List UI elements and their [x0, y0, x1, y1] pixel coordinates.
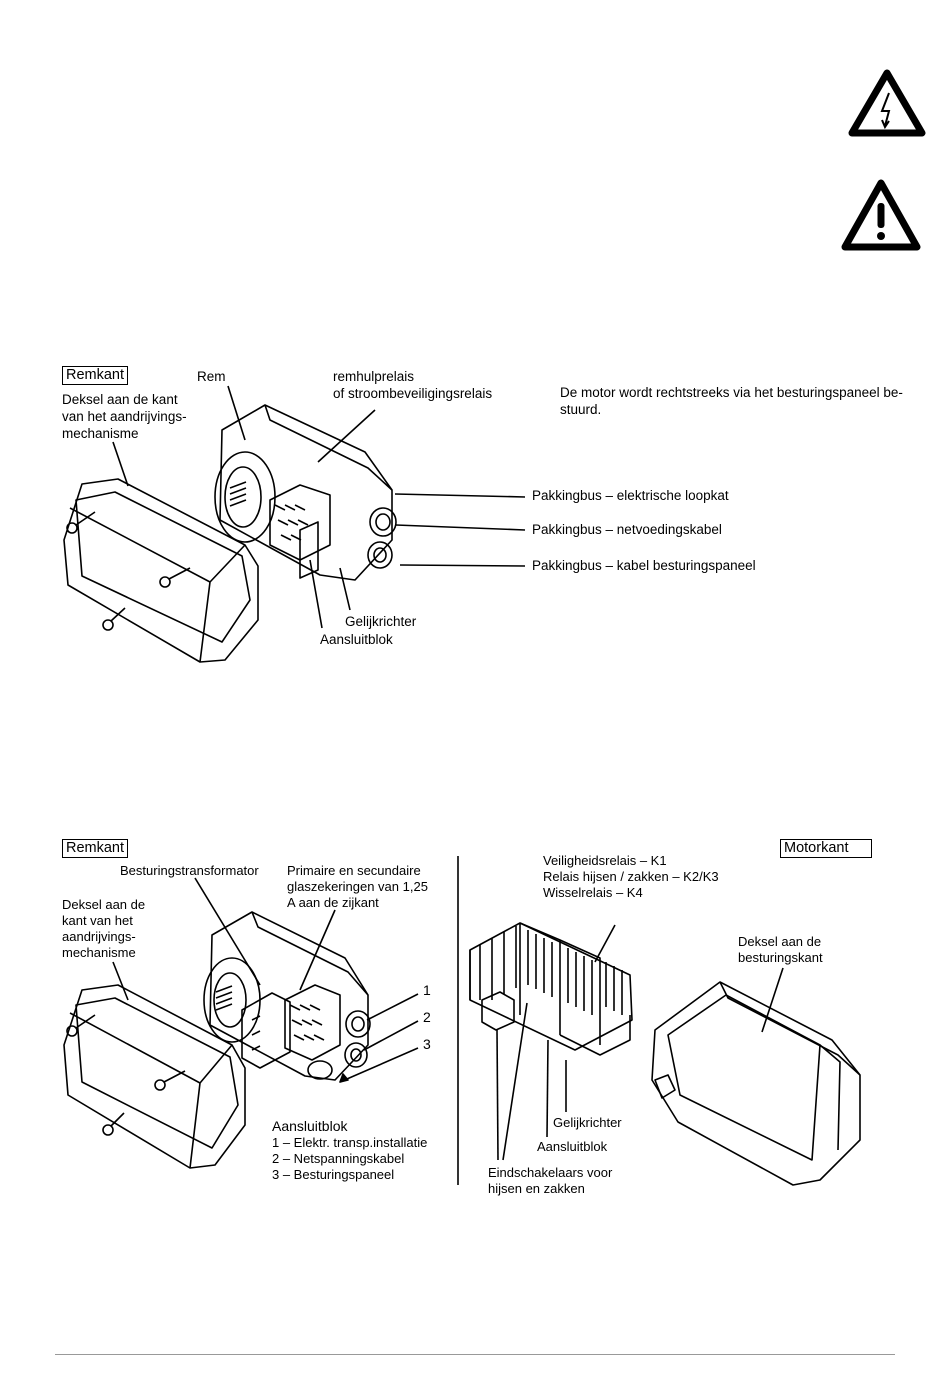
relay-label: remhulprelais of stroombeveiligingsrelai…: [333, 369, 493, 401]
callout-number-1: 1: [423, 982, 431, 998]
terminal-block-items: 1 – Elektr. transp.installatie 2 – Netsp…: [272, 1135, 428, 1182]
gland-label-3: Pakkingbus – kabel besturingspaneel: [532, 558, 756, 573]
control-cover-label: Deksel aan de besturingskant: [738, 934, 823, 965]
remkant-tag-2: Remkant: [62, 839, 129, 858]
hoist-drive-illustration-top: [63, 385, 526, 663]
callout-number-3: 3: [423, 1036, 431, 1052]
remkant-tag: Remkant: [62, 366, 129, 385]
gland-label-1: Pakkingbus – elektrische loopkat: [532, 488, 729, 503]
rectifier-label-2: Gelijkrichter: [553, 1115, 622, 1130]
rectifier-label: Gelijkrichter: [345, 614, 417, 629]
cover-label-2: Deksel aan de kant van het aandrijvings-…: [62, 897, 146, 960]
brake-label: Rem: [197, 369, 226, 384]
callout-number-2: 2: [423, 1009, 431, 1025]
terminal-block-label: Aansluitblok: [320, 632, 393, 647]
relays-label: Veiligheidsrelais – K1 Relais hijsen / z…: [543, 853, 719, 900]
terminal-block-title: Aansluitblok: [272, 1118, 348, 1134]
limit-switches-label: Eindschakelaars voor hijsen en zakken: [488, 1165, 613, 1196]
footer-rule: [55, 1354, 895, 1355]
electric-hazard-warning-icon: [848, 69, 926, 137]
gland-label-2: Pakkingbus – netvoedingskabel: [532, 522, 722, 537]
motor-note: De motor wordt rechtstreeks via het best…: [560, 385, 903, 417]
fuses-label: Primaire en secundaire glaszekeringen va…: [287, 863, 428, 910]
transformer-label: Besturingstransformator: [120, 863, 259, 878]
general-caution-warning-icon: [841, 179, 921, 251]
motorkant-tag: Motorkant: [780, 839, 872, 858]
cover-label: Deksel aan de kant van het aandrijvings-…: [62, 392, 187, 441]
terminal-block-label-2: Aansluitblok: [537, 1139, 608, 1154]
